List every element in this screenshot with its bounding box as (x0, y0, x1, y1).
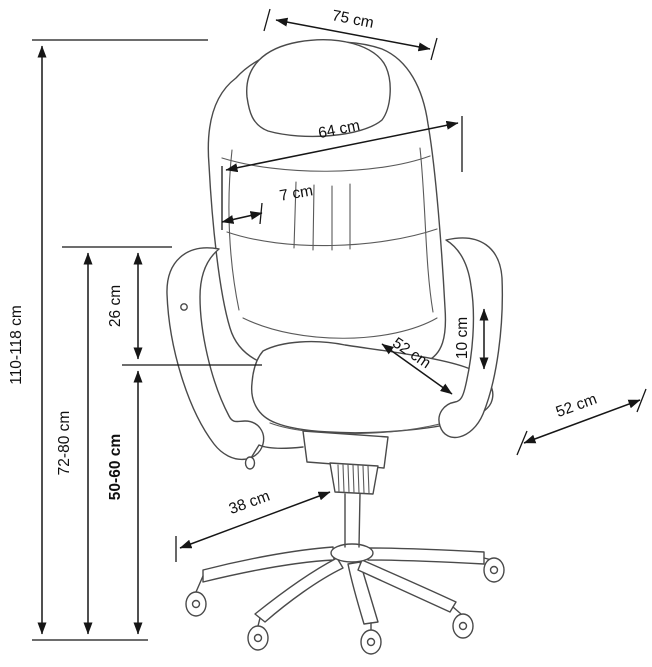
dimension-label: 110-118 cm (8, 305, 25, 385)
bellows-ribs (337, 464, 370, 494)
caster-hub (366, 637, 376, 647)
armrest-screw-detail (180, 303, 188, 311)
lumbar-line (242, 317, 438, 339)
dimension-label: 52 cm (554, 391, 599, 421)
dimension-label: 10 cm (454, 317, 471, 359)
extension-tick (263, 8, 271, 32)
dimension-arrow (523, 399, 641, 444)
rib-line (357, 464, 360, 494)
dimension-overall-height: 110-118 cm (8, 39, 208, 641)
dimension-arrow (275, 17, 431, 52)
base-leg-front-left (254, 557, 344, 623)
rib-line (347, 464, 350, 493)
caster-hub (191, 599, 201, 609)
caster-hub (458, 621, 468, 631)
rib-line (337, 464, 340, 493)
rib-line (342, 464, 345, 493)
base-leg-front (347, 561, 379, 625)
dimension-arrow (225, 120, 459, 173)
dimension-armrest-seat-height: 26 cm (107, 252, 262, 366)
dimension-label: 72-80 cm (56, 411, 73, 476)
dimension-label: 7 cm (278, 182, 314, 205)
dimension-label: 50-60 cm (107, 434, 124, 500)
chair-armrest-left (166, 247, 265, 461)
lever-knob (244, 456, 256, 470)
dimension-arrow (221, 211, 263, 224)
stitch-line (312, 184, 315, 251)
caster-stem (257, 617, 261, 627)
caster-wheel (360, 629, 382, 655)
base-leg-front-right (357, 559, 457, 613)
caster-wheel (483, 557, 505, 583)
gas-lift-cylinder (358, 493, 361, 548)
dimension-arrow (179, 491, 331, 549)
rib-line (362, 465, 365, 494)
dimension-label: 38 cm (227, 488, 272, 518)
chair-headrest (246, 39, 391, 138)
dimension-armrest-floor-height: 72-80 cm (56, 246, 172, 635)
tilt-mechanism (302, 430, 389, 469)
base-leg-right (367, 547, 485, 565)
caster-wheel (452, 613, 474, 639)
caster-wheel (247, 625, 269, 651)
caster-stem (195, 575, 204, 593)
chair-armrest-right (438, 237, 504, 439)
caster-hub (253, 633, 263, 643)
caster-wheel (185, 591, 207, 617)
rib-line (367, 465, 370, 494)
base-hub (330, 543, 374, 563)
adjustment-lever (250, 444, 304, 459)
extension-tick (430, 37, 438, 61)
caster-hub (489, 565, 499, 575)
dimension-armrest-pad-width: 7 cm (221, 182, 314, 225)
dimension-label: 26 cm (107, 285, 124, 327)
chair-base (202, 543, 485, 625)
caster-stem (452, 606, 462, 615)
dimension-label: 75 cm (331, 7, 376, 32)
dimension-seat-depth: 52 cm (516, 388, 647, 456)
base-leg-left (202, 546, 335, 583)
rib-line (352, 464, 355, 494)
gas-lift (329, 462, 379, 548)
stitch-line (293, 181, 297, 249)
casters (185, 557, 505, 655)
dimension-seat-height: 50-60 cm (107, 370, 143, 635)
dimension-arrow (381, 343, 453, 395)
dimension-cushion-thickness: 10 cm (454, 308, 489, 370)
